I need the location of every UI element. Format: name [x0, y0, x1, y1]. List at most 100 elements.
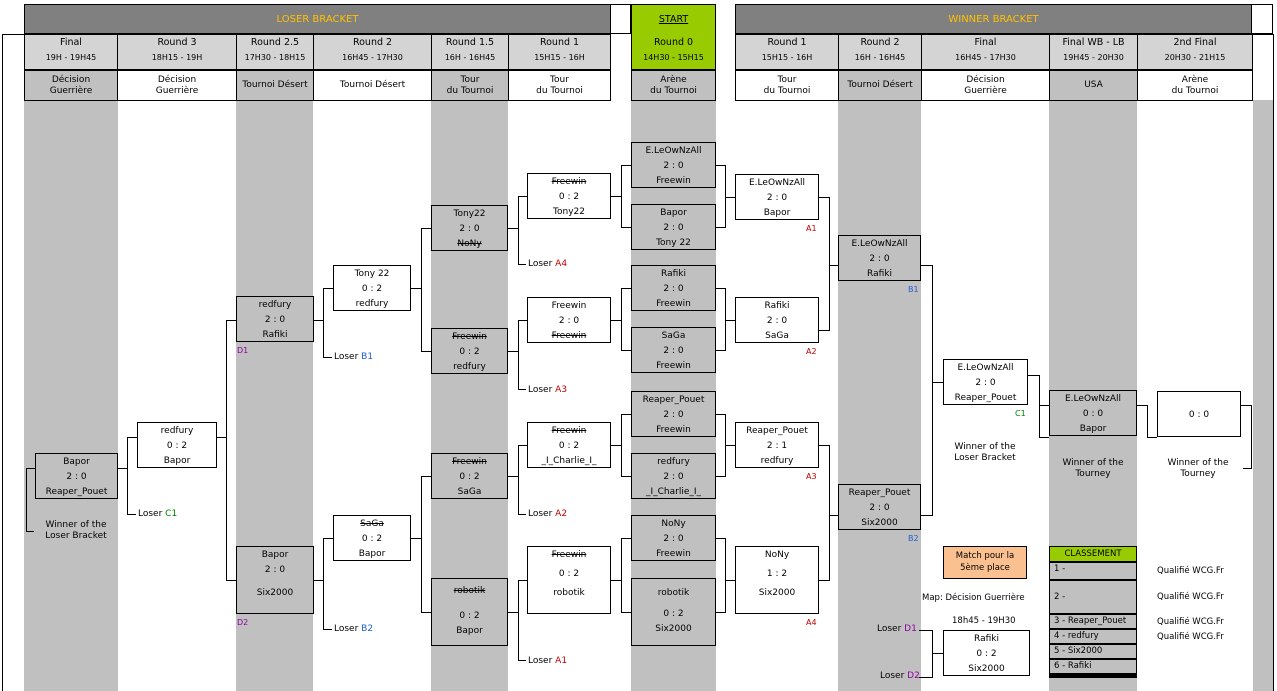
- loser-code: B2: [361, 624, 374, 634]
- player-name: Freewin: [551, 177, 587, 187]
- connector-line: [829, 265, 838, 266]
- connector-line: [611, 196, 621, 197]
- connector-line: [621, 538, 631, 539]
- player-name: Reaper_Pouet: [848, 488, 911, 498]
- player-name: E.LeOwNzAll: [851, 239, 908, 249]
- round-time: 20H30 - 21H15: [1164, 53, 1226, 62]
- connector-line: [518, 514, 526, 515]
- player-name: Tony22: [553, 207, 585, 217]
- round-title: Round 2.5: [250, 37, 300, 48]
- round-time: 19H45 - 20H30: [1063, 53, 1124, 62]
- match-score: 2 : 0: [663, 223, 684, 233]
- connector-line: [518, 389, 526, 390]
- connector-line: [919, 677, 933, 678]
- connector-line: [518, 320, 527, 321]
- match-box[interactable]: Freewin 0 : 2 Tony22: [527, 173, 611, 219]
- match-code: A4: [806, 618, 817, 627]
- connector-line: [421, 476, 431, 477]
- connector-line: [518, 445, 527, 446]
- connector-line: [226, 320, 236, 321]
- match-box[interactable]: 0 : 0: [1157, 391, 1241, 437]
- player-name: Bapor: [261, 550, 289, 560]
- match-score: 0 : 2: [459, 347, 480, 357]
- connector-line: [829, 445, 830, 581]
- round-title: 2nd Final: [1173, 37, 1217, 48]
- connector-line: [621, 165, 631, 166]
- player-name: Rafiki: [867, 269, 892, 279]
- player-name: Tony 22: [656, 238, 691, 248]
- connector-line: [1137, 405, 1147, 406]
- connector-line: [829, 197, 830, 331]
- venue-text: Tournoi Désert: [242, 80, 308, 90]
- player-name: Reaper_Pouet: [45, 487, 108, 497]
- loser-prefix: Loser: [877, 624, 902, 634]
- match-score: 2 : 0: [766, 316, 788, 326]
- player-name: E.LeOwNzAll: [957, 363, 1014, 373]
- match-score: 2 : 0: [264, 315, 286, 325]
- ranking-bottom-border: [1049, 674, 1137, 678]
- connector-line: [621, 414, 631, 415]
- connector-line: [518, 580, 527, 581]
- winner-tourney-note: Winner of the Tourney: [1062, 458, 1124, 479]
- player-name: robotik: [453, 586, 486, 596]
- start-block: START Round 0 14H30 - 15H15: [631, 4, 716, 70]
- column-stripe: [24, 100, 118, 691]
- match-score: 0 : 2: [558, 192, 580, 202]
- player-name: E.LeOwNzAll: [749, 178, 805, 188]
- player-name: redfury: [258, 300, 292, 310]
- player-name: SaGa: [457, 487, 482, 497]
- loser-code: D1: [904, 624, 917, 634]
- match-score: 2 : 0: [663, 410, 684, 420]
- match-score: 2 : 0: [663, 472, 684, 482]
- match-code: D1: [237, 346, 249, 355]
- round-title: Final: [60, 37, 82, 48]
- connector-line: [621, 165, 622, 228]
- match-score: 2 : 0: [663, 534, 684, 544]
- match-code: C1: [1015, 409, 1026, 418]
- match-score: 2 : 0: [558, 316, 580, 326]
- connector-line: [127, 437, 128, 514]
- player-name: redfury: [453, 362, 486, 372]
- connector-line: [226, 320, 227, 581]
- match-score: 2 : 0: [663, 346, 684, 356]
- loser-code: A2: [555, 509, 568, 519]
- loser-prefix: Loser: [334, 624, 359, 634]
- connector-line: [621, 350, 631, 351]
- round-header: 2nd Final 20H30 - 21H15: [1137, 34, 1253, 70]
- venue-text: USA: [1084, 80, 1103, 90]
- round-time: 16H - 16H45: [854, 53, 906, 62]
- connector-line: [621, 288, 622, 351]
